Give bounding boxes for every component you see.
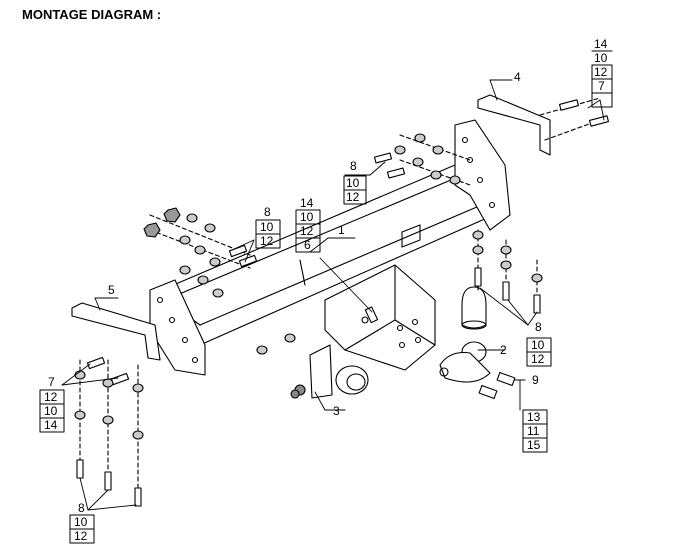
label-c-1: 10: [300, 210, 314, 224]
label-um-1: 10: [346, 176, 360, 190]
callout-labels: 1 2 3 4 5 9 14 10 12 7 8 10 12 8 10 12 1…: [44, 37, 608, 543]
label-ll-1: 12: [44, 390, 58, 404]
right-mounting-plate: [454, 119, 511, 231]
tow-ball: [439, 286, 491, 383]
label-tr-2: 12: [594, 65, 608, 79]
label-rm-0: 8: [535, 320, 542, 334]
label-c-0: 14: [300, 196, 314, 210]
leader-lines: [61, 79, 605, 511]
electrical-socket: [290, 344, 369, 399]
label-bl-2: 12: [74, 529, 88, 543]
callout-5: 5: [108, 283, 115, 297]
label-ll-0: 7: [48, 375, 55, 389]
label-rm-1: 10: [531, 338, 545, 352]
label-c-3: 6: [304, 238, 311, 252]
label-um-2: 12: [346, 190, 360, 204]
callout-9: 9: [532, 373, 539, 387]
callout-2: 2: [500, 343, 507, 357]
page-title: MONTAGE DIAGRAM :: [22, 7, 162, 22]
label-r9-0: 13: [527, 410, 541, 424]
label-bl-1: 10: [74, 515, 88, 529]
label-tr-3: 7: [598, 79, 605, 93]
bracket-4: [477, 94, 551, 156]
label-r9-2: 15: [527, 438, 541, 452]
nuts-and-washers: [74, 133, 543, 440]
callout-3: 3: [333, 404, 340, 418]
label-lt-2: 12: [260, 234, 274, 248]
label-um-0: 8: [350, 159, 357, 173]
label-bl-0: 8: [78, 501, 85, 515]
label-ll-3: 14: [44, 418, 58, 432]
label-ll-2: 10: [44, 404, 58, 418]
label-boxes: [39, 50, 613, 544]
label-rm-2: 12: [531, 352, 545, 366]
label-tr-1: 10: [594, 51, 608, 65]
label-lt-0: 8: [264, 205, 271, 219]
label-r9-1: 11: [527, 424, 540, 438]
bracket-5: [71, 302, 161, 361]
label-lt-1: 10: [260, 220, 274, 234]
callout-1: 1: [338, 223, 345, 237]
label-c-2: 12: [300, 224, 314, 238]
callout-4: 4: [514, 70, 521, 84]
label-tr-0: 14: [594, 37, 608, 51]
